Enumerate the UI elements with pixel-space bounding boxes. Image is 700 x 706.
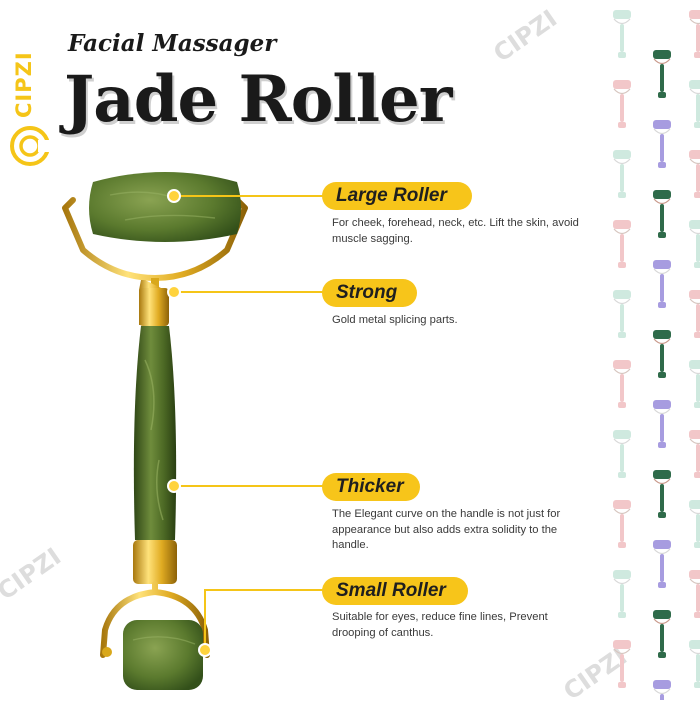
feature-desc-strong: Gold metal splicing parts. <box>332 314 458 326</box>
lavender-roller-icon <box>653 680 671 700</box>
green-roller-icon <box>653 330 671 378</box>
leader-dot-large-roller <box>167 189 181 203</box>
mint-roller-icon <box>613 290 631 338</box>
pink-roller-icon <box>613 500 631 548</box>
lavender-roller-icon <box>653 120 671 168</box>
mint-roller-icon <box>689 360 700 408</box>
pink-roller-icon <box>613 220 631 268</box>
green-roller-icon <box>653 50 671 98</box>
jade-roller-illustration <box>62 172 248 690</box>
leader-dot-small-roller <box>198 643 212 657</box>
green-roller-icon <box>653 470 671 518</box>
leader-dot-strong <box>167 285 181 299</box>
mint-roller-icon <box>613 570 631 618</box>
green-roller-icon <box>653 190 671 238</box>
page-title: Jade Roller <box>64 62 452 137</box>
lavender-roller-icon <box>653 400 671 448</box>
mint-roller-icon <box>689 80 700 128</box>
green-roller-icon <box>653 610 671 658</box>
leader-line-small-roller <box>204 589 330 650</box>
leader-dot-thicker <box>167 479 181 493</box>
pink-roller-icon <box>689 290 700 338</box>
mint-roller-icon <box>689 640 700 688</box>
pink-roller-icon <box>689 10 700 58</box>
feature-label-large-roller: Large Roller <box>322 182 472 210</box>
mint-roller-icon <box>689 220 700 268</box>
pink-roller-icon <box>613 360 631 408</box>
large-roller <box>89 172 241 242</box>
decorative-roller-pattern <box>613 10 700 700</box>
feature-desc-thicker: The Elegant curve on the handle is not j… <box>332 508 561 551</box>
lavender-roller-icon <box>653 540 671 588</box>
feature-desc-small-roller: Suitable for eyes, reduce fine lines, Pr… <box>332 611 548 639</box>
feature-label-strong: Strong <box>322 279 417 307</box>
feature-label-small-roller: Small Roller <box>322 577 468 605</box>
handle <box>133 326 177 540</box>
feature-desc-large-roller: For cheek, forehead, neck, etc. Lift the… <box>332 217 579 245</box>
pink-roller-icon <box>689 150 700 198</box>
pink-roller-icon <box>613 640 631 688</box>
feature-label-thicker: Thicker <box>322 473 420 501</box>
pink-roller-icon <box>613 80 631 128</box>
brand-logo: CIPZI <box>6 26 58 176</box>
page-subtitle: Facial Massager <box>68 30 277 57</box>
pink-roller-icon <box>689 570 700 618</box>
mint-roller-icon <box>613 10 631 58</box>
mint-roller-icon <box>689 500 700 548</box>
brand-logo-icon <box>10 126 50 166</box>
mint-roller-icon <box>613 150 631 198</box>
pink-roller-icon <box>689 430 700 478</box>
mint-roller-icon <box>613 430 631 478</box>
lavender-roller-icon <box>653 260 671 308</box>
